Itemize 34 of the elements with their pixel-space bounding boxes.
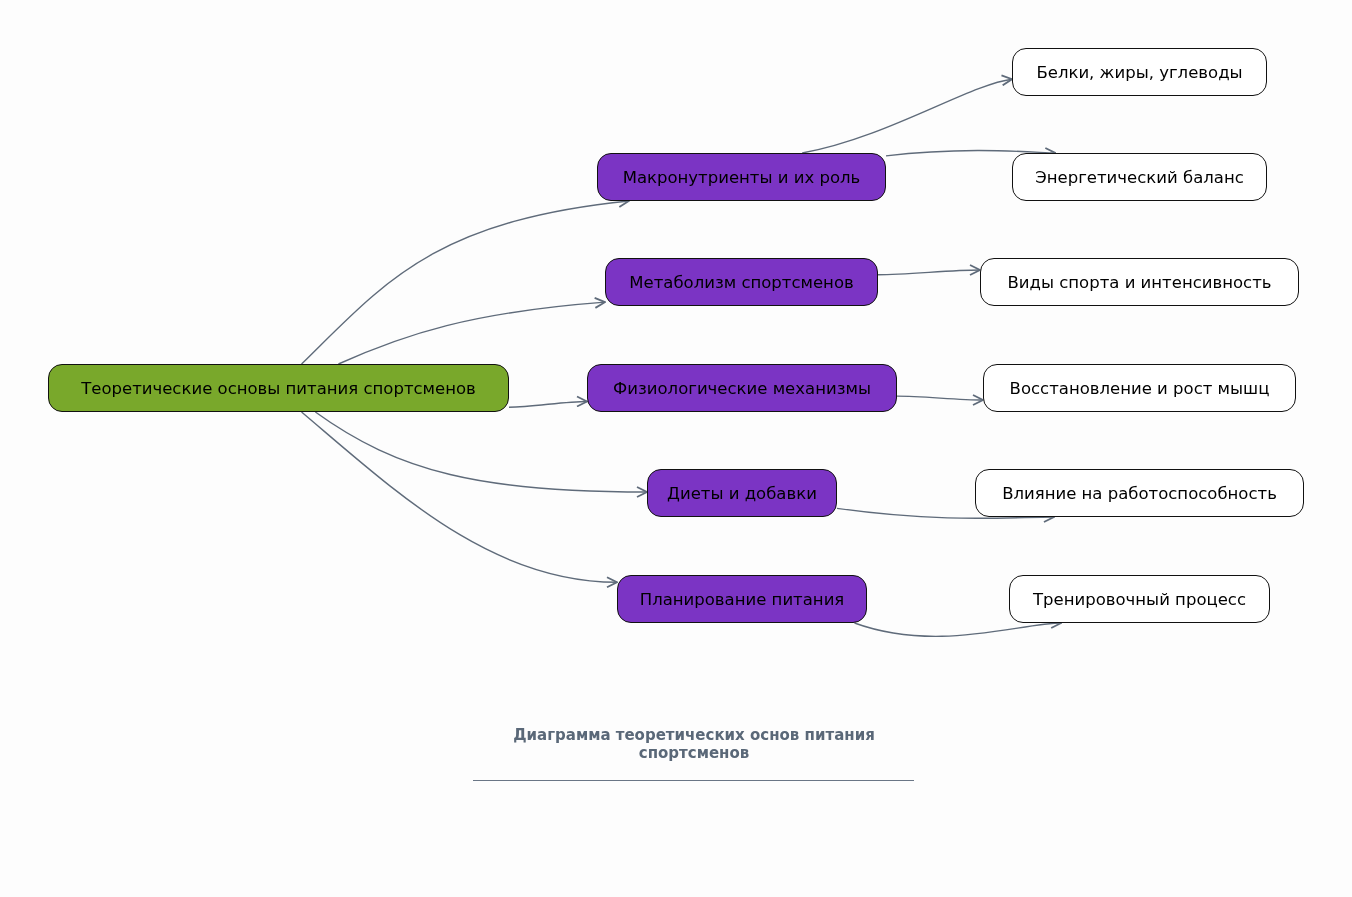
arrow	[896, 394, 984, 406]
node-label: Тренировочный процесс	[1033, 589, 1246, 609]
arrow	[885, 146, 1057, 159]
node-label: Восстановление и рост мышц	[1009, 378, 1270, 398]
node-label: Виды спорта и интенсивность	[1007, 272, 1272, 292]
topic-box	[1012, 153, 1267, 201]
arrow	[836, 507, 1055, 523]
topic-box	[1009, 575, 1270, 623]
topic-box	[983, 364, 1296, 412]
node-label: Планирование питания	[639, 589, 845, 609]
subtopic-box	[605, 258, 878, 306]
node-label: Метаболизм спортсменов	[629, 272, 854, 292]
node-label: Макронутриенты и их роль	[622, 167, 861, 187]
arrow	[300, 411, 618, 588]
subtopic-box	[587, 364, 897, 412]
node-label: Влияние на работоспособность	[1002, 483, 1277, 503]
topic-box	[975, 469, 1304, 517]
subtopic-box	[647, 469, 837, 517]
caption: Диаграмма теоретических основ питания спортсменов	[512, 726, 876, 762]
subtopic-box	[597, 153, 886, 201]
arrow	[877, 264, 981, 276]
arrow	[801, 75, 1013, 154]
node-label: Белки, жиры, углеводы	[1036, 62, 1243, 82]
topic-box	[980, 258, 1299, 306]
subtopic-box	[617, 575, 867, 623]
arrow	[314, 411, 648, 498]
arrow	[508, 395, 588, 408]
node-label: Диеты и добавки	[667, 483, 817, 503]
root-topic-box	[48, 364, 509, 412]
arrow	[337, 297, 606, 365]
topic-box	[1012, 48, 1267, 96]
node-label: Теоретические основы питания спортсменов	[81, 378, 476, 398]
node-label: Физиологические механизмы	[613, 378, 871, 398]
node-label: Энергетический баланс	[1035, 167, 1244, 187]
